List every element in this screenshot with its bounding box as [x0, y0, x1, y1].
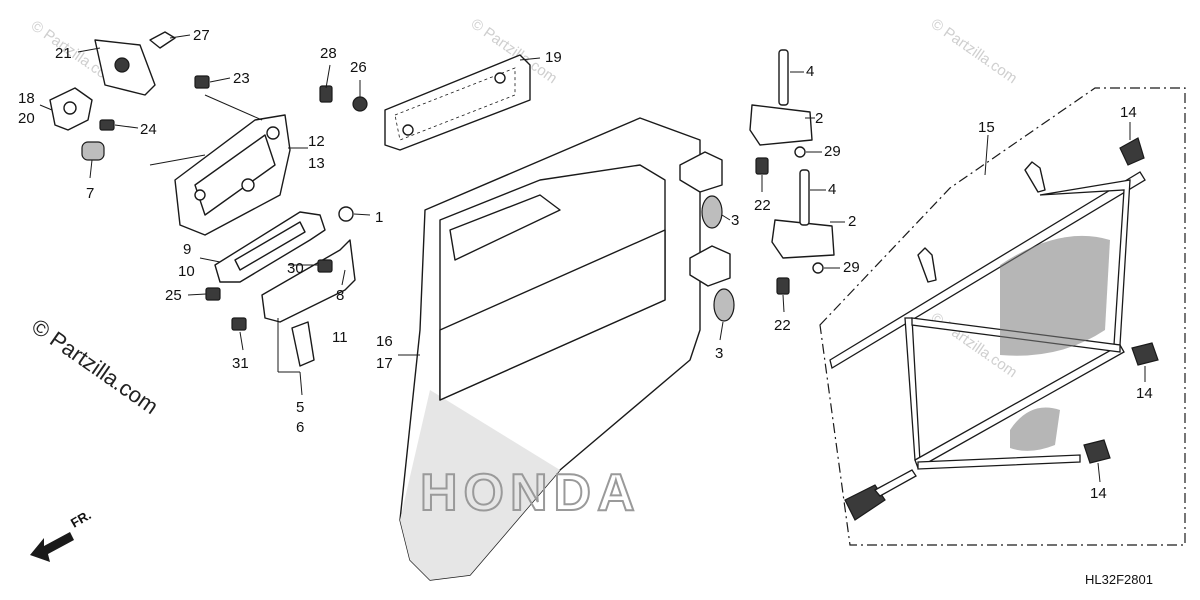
callout-19: 19	[545, 49, 562, 66]
callout-2: 2	[815, 110, 823, 127]
callout-27: 27	[193, 27, 210, 44]
callout-28: 28	[320, 45, 337, 62]
callout-9: 9	[183, 241, 191, 258]
callout-22: 22	[754, 197, 771, 214]
leader-lines	[39, 34, 1146, 483]
latch-cover	[94, 39, 156, 96]
front-direction-label: FR.	[68, 507, 94, 530]
callout-3-lower: 3	[715, 345, 723, 362]
bolt-24	[99, 119, 115, 131]
callout-1: 1	[375, 209, 383, 226]
callout-17: 17	[376, 355, 393, 372]
latch-pawl	[291, 321, 315, 367]
cargo-net	[829, 161, 1146, 521]
latch-housing	[174, 114, 291, 236]
spring-clip	[338, 206, 354, 222]
callout-20: 20	[18, 110, 35, 127]
callout-23: 23	[233, 70, 250, 87]
callout-15: 15	[978, 119, 995, 136]
callout-22-lower: 22	[774, 317, 791, 334]
net-hook-lower	[1083, 439, 1111, 464]
hinge-lower	[771, 169, 835, 259]
bolt-22a	[755, 157, 769, 175]
bolt-23	[194, 75, 210, 89]
callout-2-lower: 2	[848, 213, 856, 230]
bolt-25	[205, 287, 221, 301]
callout-12: 12	[308, 133, 325, 150]
callout-18: 18	[18, 90, 35, 107]
door-hinge-lower	[689, 245, 731, 287]
callout-3: 3	[731, 212, 739, 229]
callout-13: 13	[308, 155, 325, 172]
bolt-22b	[776, 277, 790, 295]
door-logo: HONDA	[420, 464, 641, 522]
bushing-lower	[713, 288, 735, 322]
callout-10: 10	[178, 263, 195, 280]
callout-24: 24	[140, 121, 157, 138]
callout-4: 4	[806, 63, 814, 80]
front-direction-arrow: FR.	[30, 507, 94, 562]
net-hook-mid	[1131, 342, 1159, 366]
bolt-31	[231, 317, 247, 331]
door-hinge-upper	[679, 151, 723, 193]
callout-5: 5	[296, 399, 304, 416]
net-hook-upper	[1119, 137, 1145, 166]
callout-4-lower: 4	[828, 181, 836, 198]
callout-16: 16	[376, 333, 393, 350]
callout-31: 31	[232, 355, 249, 372]
rubber-stop	[81, 141, 105, 161]
callout-29-lower: 29	[843, 259, 860, 276]
bushing-upper	[701, 195, 723, 229]
callout-21: 21	[55, 45, 72, 62]
brand-watermark: © Partzilla.com	[27, 314, 163, 420]
hinge-upper	[749, 49, 813, 146]
callout-14-lower: 14	[1090, 485, 1107, 502]
callout-8: 8	[336, 287, 344, 304]
callout-7: 7	[86, 185, 94, 202]
callout-26: 26	[350, 59, 367, 76]
push-clip	[149, 31, 176, 49]
net-group-box	[819, 87, 1186, 546]
collar-nut	[352, 96, 368, 112]
diagram-code: HL32F2801	[1085, 572, 1153, 587]
callout-14-mid: 14	[1136, 385, 1153, 402]
bolt-30	[317, 259, 333, 273]
door-handle	[214, 211, 326, 283]
inner-trim-panel	[384, 54, 531, 151]
washer-29b	[812, 262, 824, 274]
watermark: © Partzilla.com	[928, 15, 1021, 87]
callout-14: 14	[1120, 104, 1137, 121]
callout-29: 29	[824, 143, 841, 160]
callout-11: 11	[332, 329, 348, 346]
washer-29a	[794, 146, 806, 158]
flange-bolt-small	[319, 85, 333, 103]
striker	[49, 87, 93, 131]
callout-6: 6	[296, 419, 304, 436]
door-panel: HONDA	[399, 117, 701, 581]
callout-30: 30	[287, 260, 304, 277]
callout-25: 25	[165, 287, 182, 304]
